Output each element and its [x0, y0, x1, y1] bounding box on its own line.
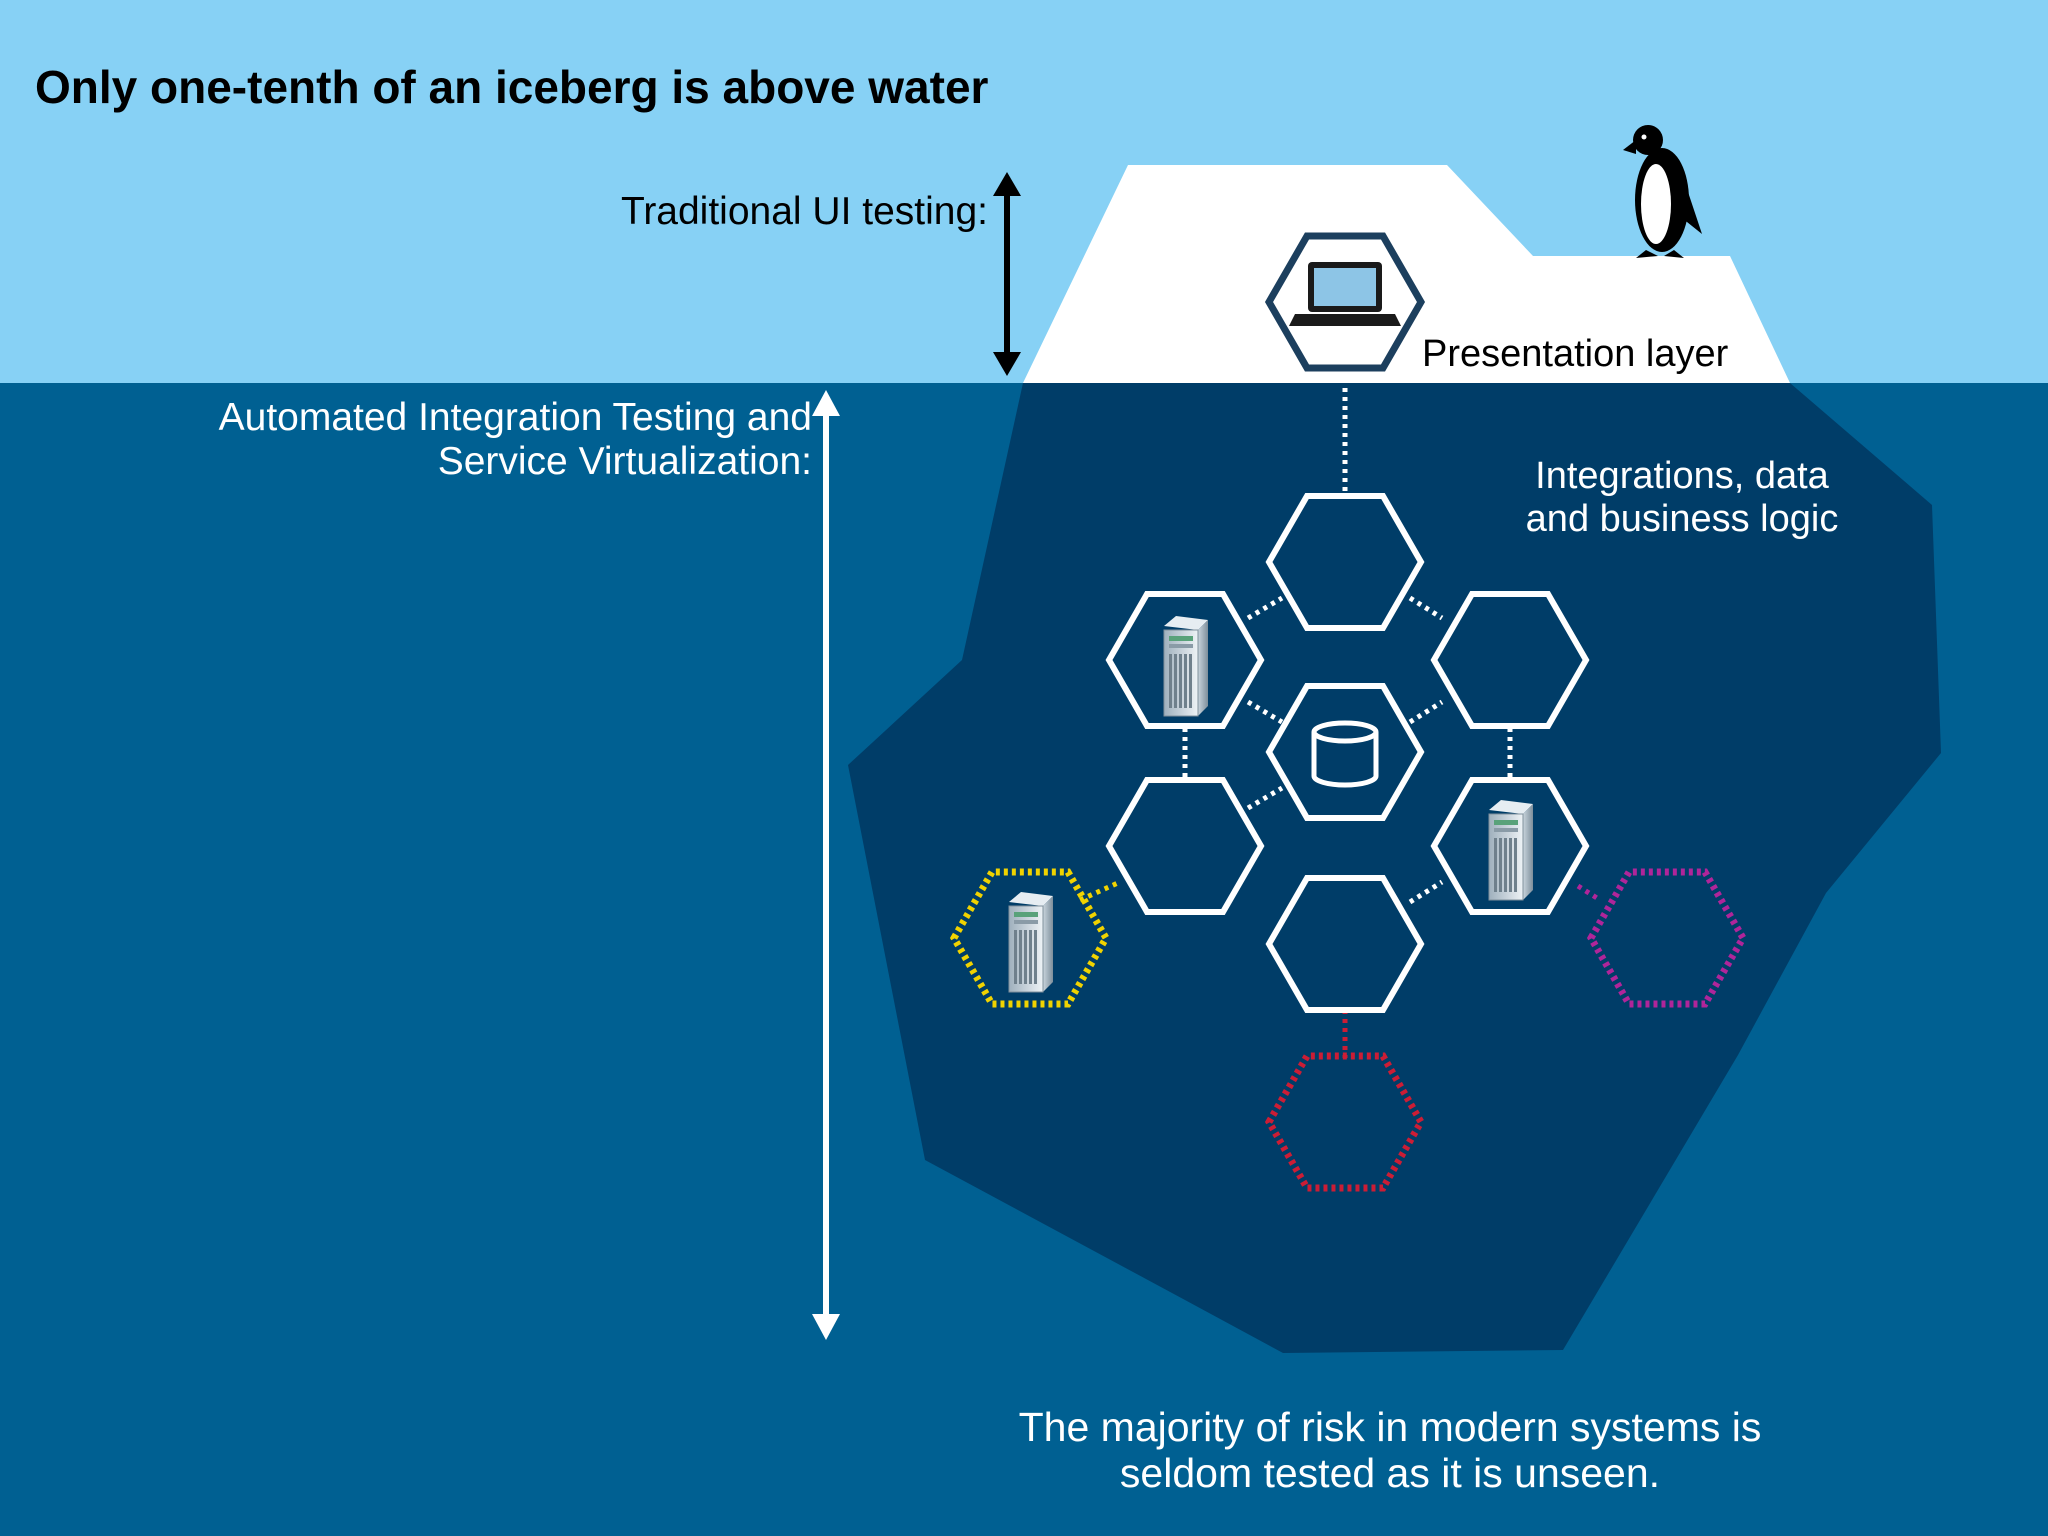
traditional-ui-label: Traditional UI testing:: [620, 190, 988, 233]
server-icon: [1008, 891, 1054, 993]
integration-range-arrow: [812, 390, 840, 1340]
automated-label-line1: Automated Integration Testing and: [218, 396, 812, 439]
risk-caption-line2: seldom tested as it is unseen.: [1119, 1449, 1661, 1496]
integrations-label: Integrations, data and business logic: [1482, 455, 1882, 540]
server-icon: [1163, 615, 1209, 717]
connector: [1576, 883, 1602, 903]
connector: [1246, 699, 1284, 725]
laptop-icon: [1289, 262, 1401, 326]
risk-caption-line1: The majority of risk in modern systems i…: [1018, 1404, 1762, 1450]
automated-label-line2: Service Virtualization:: [437, 439, 812, 483]
connector: [1246, 785, 1284, 811]
database-icon: [1311, 720, 1379, 788]
connector: [1408, 879, 1444, 905]
connector: [1078, 879, 1122, 903]
integrations-label-line2: and business logic: [1525, 497, 1839, 540]
node-connectors: [1078, 370, 1602, 1058]
iceberg-underwater: [848, 383, 1941, 1353]
risk-caption: The majority of risk in modern systems i…: [940, 1404, 1840, 1497]
presentation-layer-label: Presentation layer: [1422, 333, 1729, 375]
connector: [1246, 595, 1284, 621]
connector: [1408, 595, 1444, 621]
server-icon: [1488, 799, 1534, 901]
presentation-node: [1269, 236, 1421, 368]
penguin-icon: [1623, 125, 1702, 258]
ui-range-arrow: [993, 172, 1021, 376]
connector: [1408, 699, 1444, 725]
automated-integration-label: Automated Integration Testing and Servic…: [219, 396, 812, 483]
integrations-label-line1: Integrations, data: [1535, 455, 1829, 497]
page-title: Only one-tenth of an iceberg is above wa…: [35, 61, 989, 113]
